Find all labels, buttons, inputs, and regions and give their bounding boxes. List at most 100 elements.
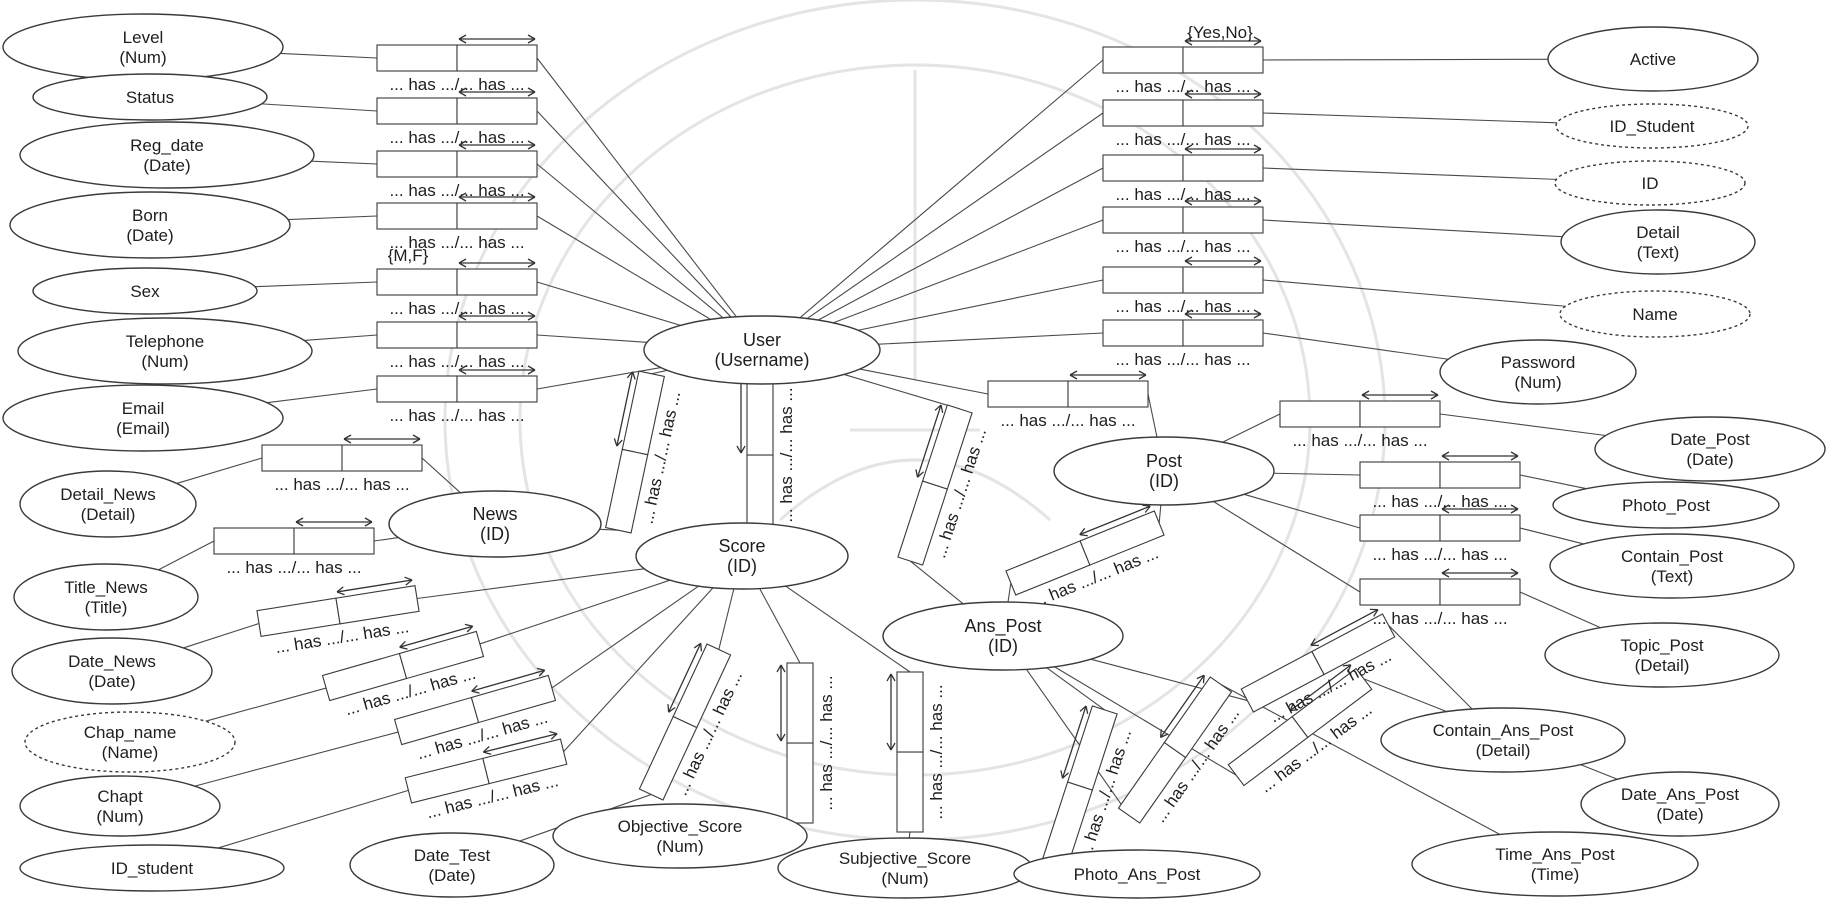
fact-photo-post[interactable]: ... has .../... has ...	[1359, 451, 1521, 511]
fact-telephone[interactable]: ... has .../... has ...	[376, 311, 538, 371]
attribute-born-label: (Date)	[126, 226, 173, 245]
attribute-password-label: Password	[1501, 353, 1576, 372]
fact-contain-post[interactable]: ... has .../... has ...	[1359, 504, 1521, 564]
attribute-date-test-shape	[349, 832, 555, 898]
link-objective-score-entity	[759, 588, 801, 664]
attribute-sex[interactable]: Sex	[32, 267, 258, 315]
entity-post[interactable]: Post(ID)	[1053, 436, 1275, 506]
attribute-born-label: Born	[132, 206, 168, 225]
attribute-photo-post[interactable]: Photo_Post	[1552, 481, 1780, 529]
attribute-active[interactable]: Active	[1547, 26, 1759, 92]
attribute-level-label: (Num)	[119, 48, 166, 67]
attribute-detail-u[interactable]: Detail(Text)	[1560, 209, 1756, 275]
role-box-left	[376, 375, 458, 403]
attribute-level[interactable]: Level(Num)	[2, 13, 284, 81]
link-post-ans-a	[1158, 504, 1162, 524]
attribute-date-test[interactable]: Date_Test(Date)	[349, 832, 555, 898]
fact-photo-ans-post[interactable]: ... has .../... has ...	[1033, 703, 1139, 873]
fact-objective-score[interactable]: ... has .../... has ...	[776, 662, 836, 824]
fact-id-u[interactable]: ... has .../... has ...	[1102, 144, 1264, 204]
link-password-entity	[878, 332, 1104, 345]
link-time-ans-post-entity	[1025, 669, 1130, 816]
fact-id-student-u[interactable]: ... has .../... has ...	[1102, 89, 1264, 149]
fact-status[interactable]: ... has .../... has ...	[376, 87, 538, 147]
entity-score[interactable]: Score(ID)	[635, 522, 849, 590]
role-box-right	[456, 44, 538, 72]
attribute-time-ans-post[interactable]: Time_Ans_Post(Time)	[1411, 831, 1699, 897]
fact-date-news[interactable]: ... has .../... has ...	[255, 576, 422, 659]
relationship-user-news[interactable]: ... has .../... has ...	[596, 369, 687, 538]
attribute-title-news-label: (Title)	[85, 598, 128, 617]
attribute-status[interactable]: Status	[32, 73, 268, 121]
attribute-date-post-label: (Date)	[1686, 450, 1733, 469]
attribute-contain-post[interactable]: Contain_Post(Text)	[1549, 533, 1795, 599]
relationship-user-score[interactable]: ... has .../... has ...	[736, 374, 796, 536]
attribute-reg-date[interactable]: Reg_date(Date)	[19, 121, 315, 189]
fact-detail-news[interactable]: ... has .../... has ...	[261, 434, 423, 494]
link-level	[280, 52, 378, 59]
attribute-date-post[interactable]: Date_Post(Date)	[1594, 416, 1826, 482]
relationship-user-post[interactable]: ... has .../... has ...	[987, 370, 1149, 430]
fact-sex[interactable]: ... has .../... has ...	[376, 258, 538, 318]
link-id-u-entity	[817, 167, 1104, 321]
uniqueness-arrow-icon	[1184, 89, 1262, 99]
link-chap-name	[205, 687, 327, 722]
attribute-status-label: Status	[126, 88, 174, 107]
fact-password[interactable]: ... has .../... has ...	[1102, 309, 1264, 369]
fact-born[interactable]: ... has .../... has ...	[376, 192, 538, 252]
attribute-born[interactable]: Born(Date)	[9, 191, 291, 259]
attribute-date-ans-post-shape	[1580, 771, 1780, 837]
entity-ans-post[interactable]: Ans_Post(ID)	[882, 601, 1124, 671]
attribute-date-news[interactable]: Date_News(Date)	[11, 637, 213, 705]
fact-email[interactable]: ... has .../... has ...	[376, 365, 538, 425]
relation-label: ... has .../... has ...	[1292, 431, 1427, 450]
attribute-title-news[interactable]: Title_News(Title)	[13, 563, 199, 631]
relation-label: ... has .../... has ...	[389, 299, 524, 318]
link-chapt	[194, 731, 399, 787]
entity-news[interactable]: News(ID)	[388, 490, 602, 558]
entity-user-shape	[643, 315, 881, 385]
attribute-photo-ans-post-shape	[1013, 849, 1261, 899]
attribute-photo-ans-post[interactable]: Photo_Ans_Post	[1013, 849, 1261, 899]
role-box-right	[456, 202, 538, 230]
attribute-detail-news-shape	[19, 470, 197, 538]
attribute-id-student-u[interactable]: ID_Student	[1555, 103, 1749, 149]
fact-level[interactable]: ... has .../... has ...	[376, 34, 538, 94]
fact-active[interactable]: ... has .../... has ...	[1102, 36, 1264, 96]
attribute-id-student-s[interactable]: ID_student	[19, 844, 285, 892]
fact-topic-post[interactable]: ... has .../... has ...	[1359, 568, 1521, 628]
attribute-name-u[interactable]: Name	[1559, 290, 1751, 338]
fact-reg-date[interactable]: ... has .../... has ...	[376, 140, 538, 200]
entity-user[interactable]: User(Username)	[643, 315, 881, 385]
attribute-contain-ans-post[interactable]: Contain_Ans_Post(Detail)	[1380, 707, 1626, 773]
attribute-id-u[interactable]: ID	[1554, 160, 1746, 206]
attribute-email-shape	[2, 384, 284, 452]
relationship-post-ans[interactable]: ... has .../... has ...	[1002, 502, 1172, 617]
fact-subjective-score[interactable]: ... has .../... has ...	[886, 671, 946, 833]
fact-date-post[interactable]: ... has .../... has ...	[1279, 390, 1441, 450]
attribute-detail-news[interactable]: Detail_News(Detail)	[19, 470, 197, 538]
fact-detail-u[interactable]: ... has .../... has ...	[1102, 196, 1264, 256]
attribute-topic-post[interactable]: Topic_Post(Detail)	[1544, 622, 1780, 688]
attribute-objective-score[interactable]: Objective_Score(Num)	[552, 803, 808, 869]
attribute-password[interactable]: Password(Num)	[1439, 339, 1637, 405]
role-box-right	[921, 404, 973, 490]
attribute-date-ans-post[interactable]: Date_Ans_Post(Date)	[1580, 771, 1780, 837]
fact-title-news[interactable]: ... has .../... has ...	[213, 517, 375, 577]
attribute-telephone[interactable]: Telephone(Num)	[17, 317, 313, 385]
uniqueness-arrow-icon	[1069, 370, 1147, 380]
uniqueness-arrow-icon	[458, 87, 536, 97]
relationship-user-ans[interactable]: ... has .../... has ...	[888, 402, 994, 572]
attribute-subjective-score[interactable]: Subjective_Score(Num)	[777, 837, 1033, 899]
fact-name-u[interactable]: ... has .../... has ...	[1102, 256, 1264, 316]
role-box-left	[376, 44, 458, 72]
attribute-chapt[interactable]: Chapt(Num)	[19, 775, 221, 837]
role-box-right	[456, 321, 538, 349]
link-user-post-b	[1147, 393, 1158, 438]
relation-label: ... has .../... has ...	[1000, 411, 1135, 430]
attribute-email[interactable]: Email(Email)	[2, 384, 284, 452]
fact-date-test[interactable]: ... has .../... has ...	[630, 640, 751, 810]
attribute-subjective-score-label: Subjective_Score	[839, 849, 971, 868]
uniqueness-arrow-icon	[886, 673, 896, 751]
attribute-chap-name[interactable]: Chap_name(Name)	[24, 711, 236, 773]
